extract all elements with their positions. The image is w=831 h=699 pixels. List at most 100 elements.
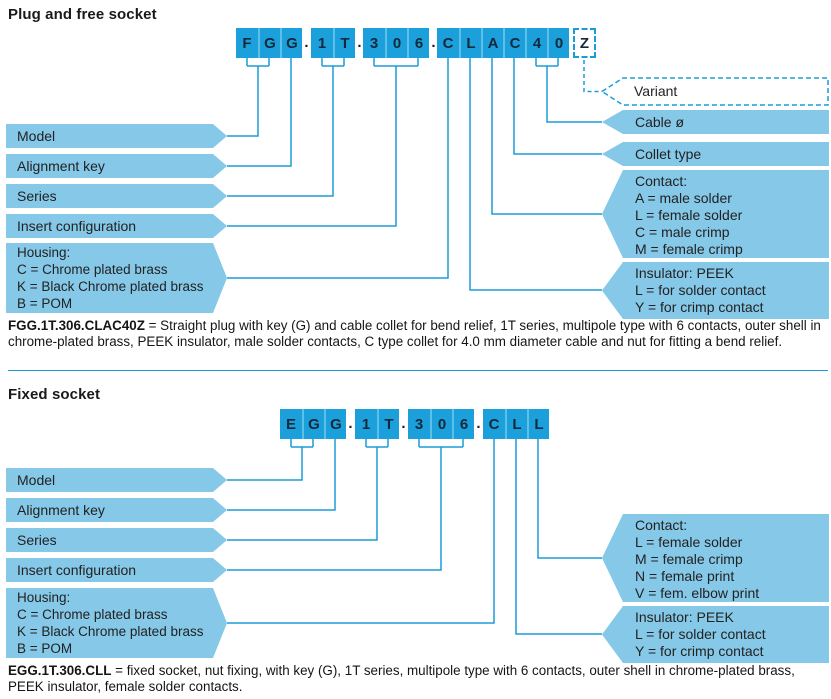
code-char: L xyxy=(505,409,527,439)
code-char: G xyxy=(258,28,280,58)
label-insulator-1: Insulator: PEEK L = for solder contact Y… xyxy=(602,262,829,319)
code-separator-dot: . xyxy=(431,34,436,51)
code-char: C xyxy=(442,34,454,52)
code-char: 3 xyxy=(414,415,424,433)
code-char: 6 xyxy=(452,409,474,439)
label-insulator-2: Insulator: PEEK L = for solder contact Y… xyxy=(602,606,829,663)
code-separator-dot: . xyxy=(401,415,406,432)
contact-option: L = female solder xyxy=(635,207,743,223)
contact-option: V = fem. elbow print xyxy=(635,585,760,601)
label-series-2: Series xyxy=(6,528,227,552)
label-insert-configuration-1: Insert configuration xyxy=(6,214,227,238)
contact-title: Contact: xyxy=(635,517,688,533)
label-cable-diameter: Cable ø xyxy=(602,110,829,134)
line-variant-1 xyxy=(583,60,602,93)
housing-option: B = POM xyxy=(17,296,73,311)
label-housing-2: Housing: C = Chrome plated brass K = Bla… xyxy=(6,588,227,658)
housing-option: C = Chrome plated brass xyxy=(17,262,168,277)
label-variant: Variant xyxy=(634,83,678,99)
insulator-option: L = for solder contact xyxy=(635,282,766,298)
description-plug: FGG.1T.306.CLAC40Z = Straight plug with … xyxy=(8,318,825,351)
code-char: 3 xyxy=(369,34,379,52)
contact-option: N = female print xyxy=(635,568,735,584)
code-separator-dot: . xyxy=(304,34,309,51)
description-code-1: FGG.1T.306.CLAC40Z xyxy=(8,318,145,333)
label-alignment-key-1: Alignment key xyxy=(6,154,227,178)
description-code-2: EGG.1T.306.CLL xyxy=(8,663,112,678)
label-collet-type: Collet type xyxy=(602,142,829,166)
label-model-1: Model xyxy=(6,124,227,148)
code-group-series-2: 1 T xyxy=(355,409,399,439)
contact-title: Contact: xyxy=(635,173,688,189)
code-char: T xyxy=(333,28,355,58)
housing-option: B = POM xyxy=(17,641,73,656)
contact-option: C = male crimp xyxy=(635,224,730,240)
code-group-insert: 3 0 6 xyxy=(363,28,429,58)
line-insert-1 xyxy=(227,58,419,227)
line-insert-2 xyxy=(227,439,464,571)
code-char: 1 xyxy=(317,34,327,52)
description-fixed-socket: EGG.1T.306.CLL = fixed socket, nut fixin… xyxy=(8,663,825,696)
code-group-options-2: C L L xyxy=(483,409,549,439)
label-alignment-key-2: Alignment key xyxy=(6,498,227,522)
code-char: G xyxy=(324,409,346,439)
housing-option: C = Chrome plated brass xyxy=(17,607,168,622)
code-group-model-2: E G G xyxy=(280,409,346,439)
line-contact-1 xyxy=(491,58,602,215)
line-housing-1 xyxy=(227,58,449,279)
label-housing-1: Housing: C = Chrome plated brass K = Bla… xyxy=(6,243,227,313)
line-alignment-2 xyxy=(227,439,336,511)
housing-title: Housing: xyxy=(17,590,71,605)
label-insert-configuration-2: Insert configuration xyxy=(6,558,227,582)
label-contact-1: Contact: A = male solder L = female sold… xyxy=(602,170,829,258)
code-char: L xyxy=(459,28,481,58)
code-group-model: F G G xyxy=(236,28,302,58)
code-group-options: C L A C 4 0 xyxy=(437,28,569,58)
insulator-title: Insulator: PEEK xyxy=(635,265,734,281)
code-char: E xyxy=(285,415,296,433)
code-separator-dot: . xyxy=(476,415,481,432)
code-char: T xyxy=(377,409,399,439)
insulator-option: Y = for crimp contact xyxy=(635,643,764,659)
code-char: L xyxy=(527,409,549,439)
line-insulator-2 xyxy=(515,439,602,635)
code-char: 6 xyxy=(407,28,429,58)
line-model-1 xyxy=(227,58,270,137)
label-model-2: Model xyxy=(6,468,227,492)
contact-option: M = female crimp xyxy=(635,241,743,257)
code-char: A xyxy=(481,28,503,58)
line-model-2 xyxy=(227,439,314,481)
label-contact-2: Contact: L = female solder M = female cr… xyxy=(602,514,829,602)
line-series-1 xyxy=(227,58,345,197)
code-char: F xyxy=(242,34,252,52)
housing-option: K = Black Chrome plated brass xyxy=(17,279,204,294)
contact-option: L = female solder xyxy=(635,534,743,550)
section-title-fixed-socket: Fixed socket xyxy=(8,386,101,403)
section-divider xyxy=(8,370,828,371)
code-char: 4 xyxy=(525,28,547,58)
code-group-series: 1 T xyxy=(311,28,355,58)
insulator-title: Insulator: PEEK xyxy=(635,609,734,625)
description-text-2: = fixed socket, nut fixing, with key (G)… xyxy=(8,663,795,695)
contact-option: M = female crimp xyxy=(635,551,743,567)
section-title-plug: Plug and free socket xyxy=(8,6,157,23)
code-variant-box: Z xyxy=(573,28,596,58)
insulator-option: Y = for crimp contact xyxy=(635,299,764,315)
line-contact-2 xyxy=(537,439,602,559)
line-insulator-1 xyxy=(469,58,602,291)
code-char: 0 xyxy=(547,28,569,58)
code-char: C xyxy=(503,28,525,58)
code-char: 0 xyxy=(385,28,407,58)
label-series-1: Series xyxy=(6,184,227,208)
line-collet-1 xyxy=(513,58,602,155)
housing-title: Housing: xyxy=(17,245,71,260)
code-char: 1 xyxy=(361,415,371,433)
code-separator-dot: . xyxy=(357,34,362,51)
code-char: G xyxy=(302,409,324,439)
code-char: G xyxy=(280,28,302,58)
code-group-insert-2: 3 0 6 xyxy=(408,409,474,439)
insulator-option: L = for solder contact xyxy=(635,626,766,642)
code-separator-dot: . xyxy=(348,415,353,432)
line-housing-2 xyxy=(227,439,495,624)
